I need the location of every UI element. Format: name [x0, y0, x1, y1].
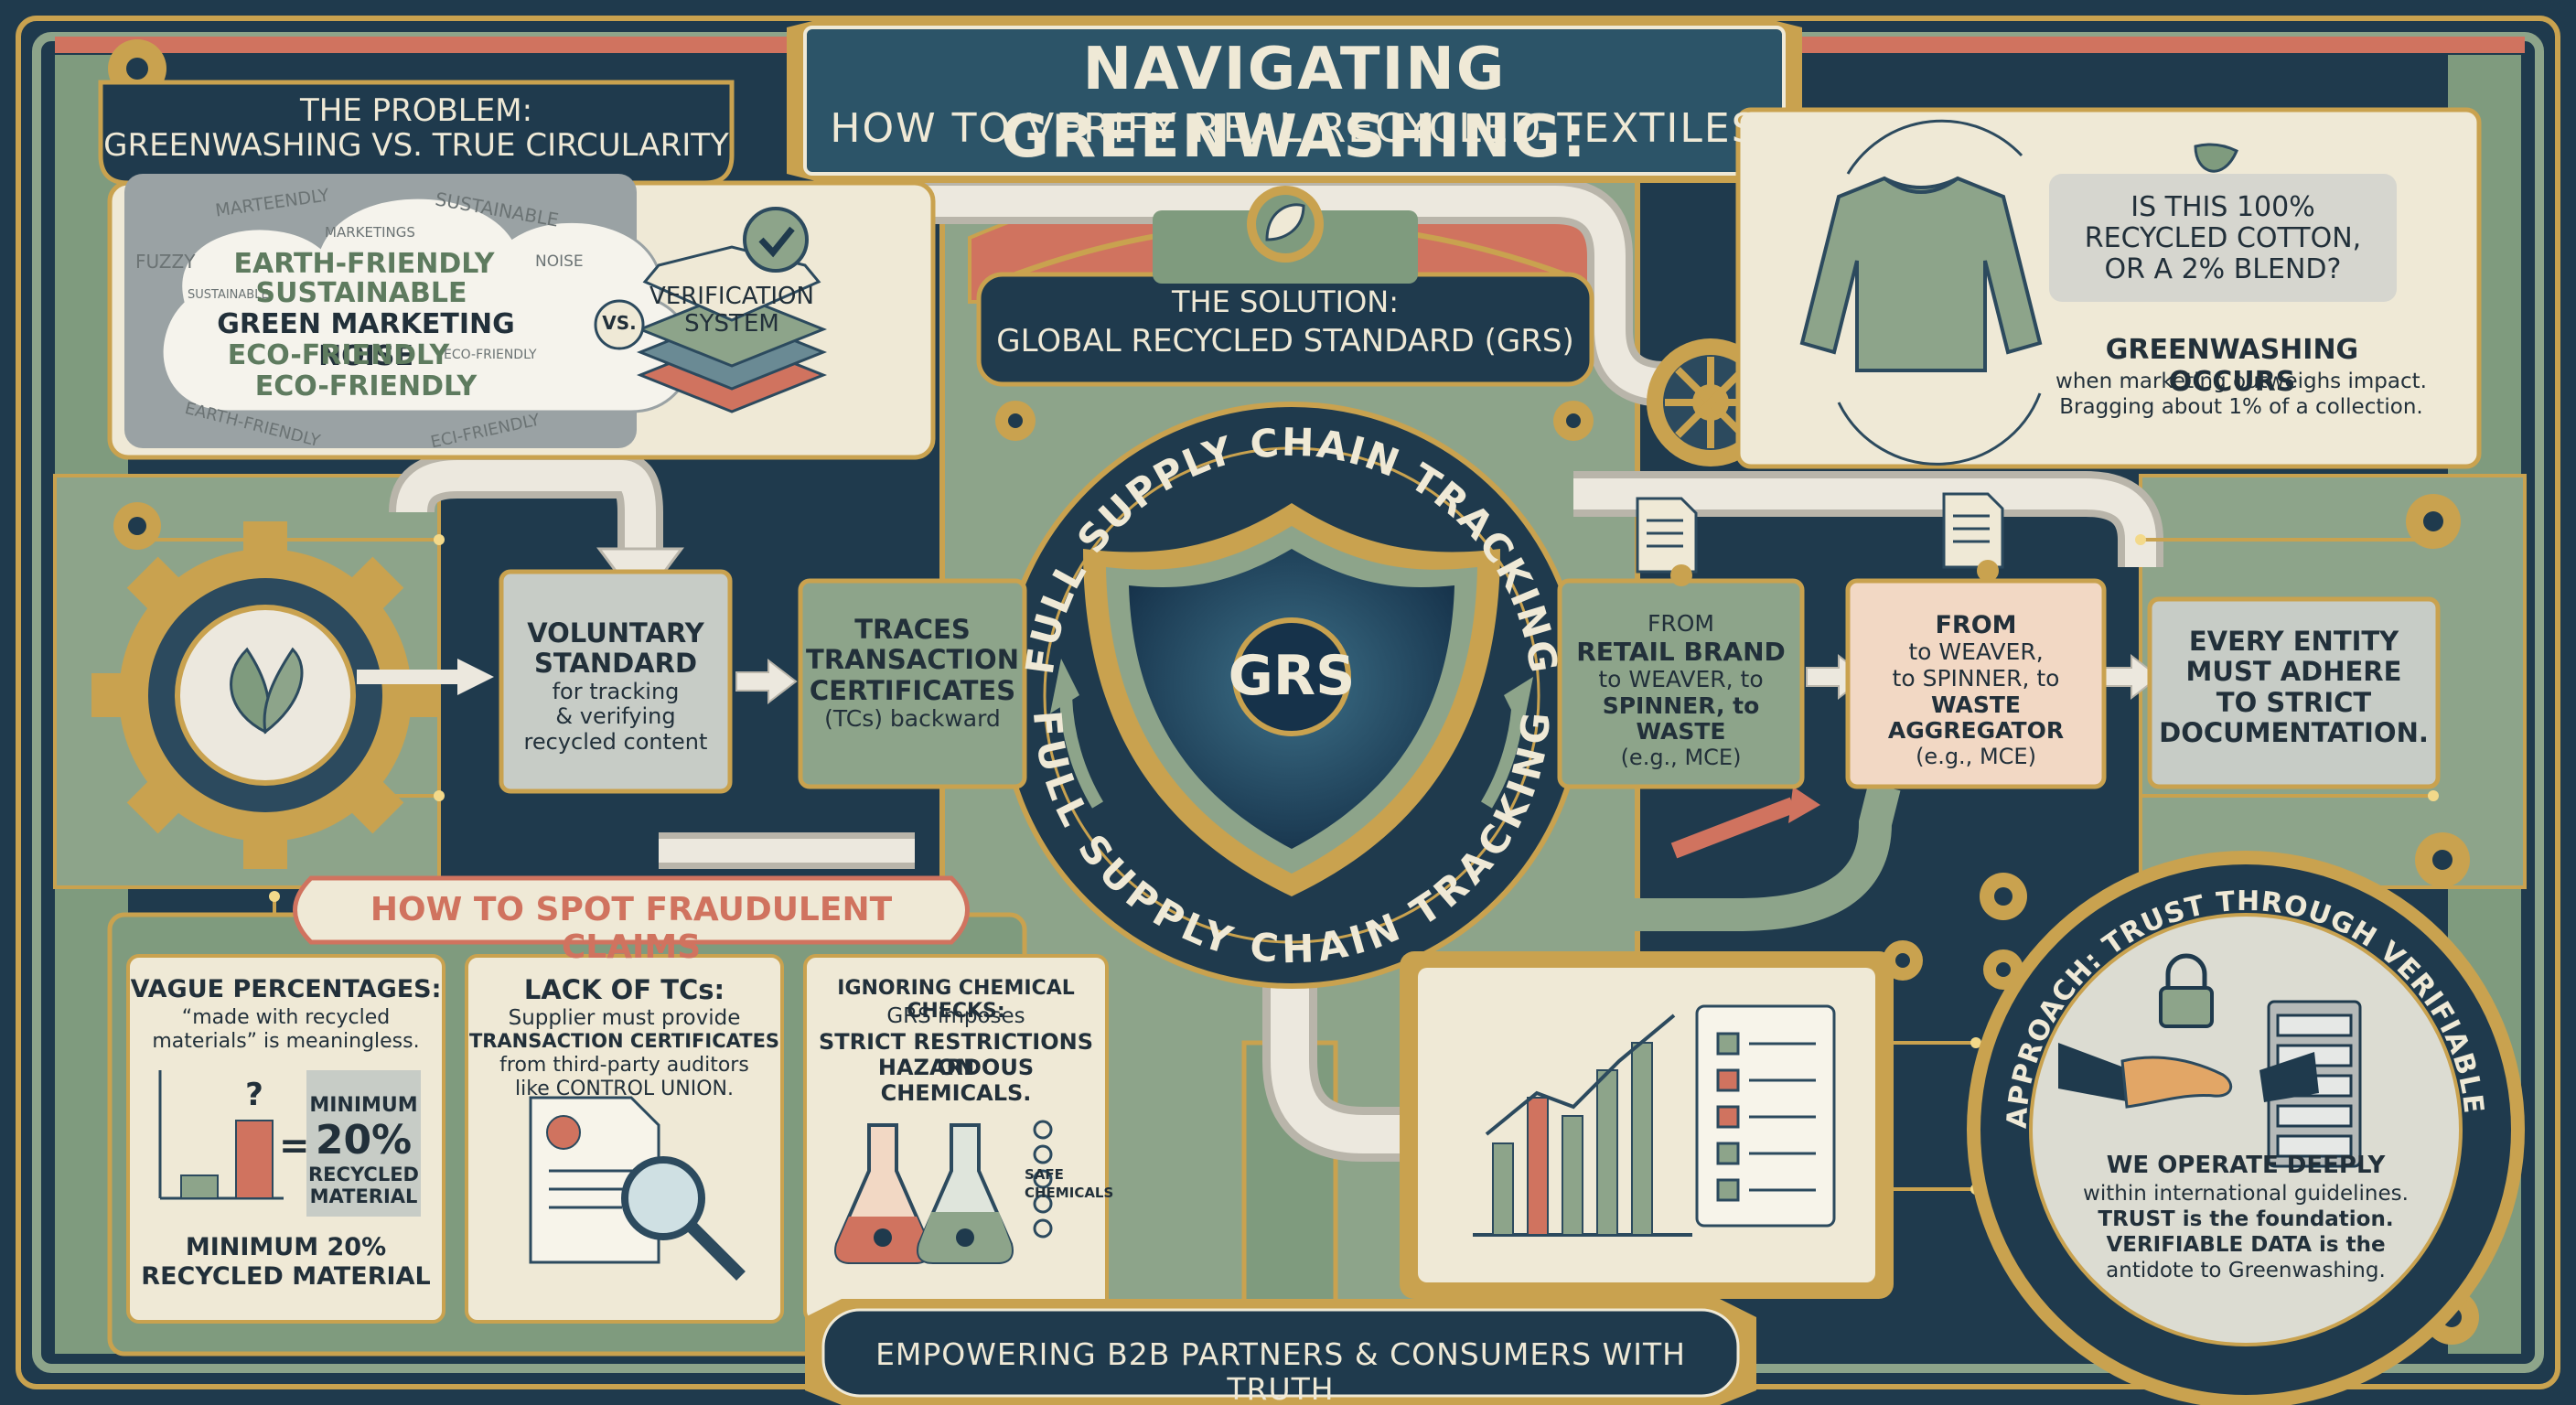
verification-label-2: SYSTEM — [684, 310, 779, 338]
sweater-question-2: RECYCLED COTTON, — [2084, 222, 2362, 254]
minimum-label: MINIMUM — [309, 1094, 418, 1117]
vague-body-2: materials” is meaningless. — [152, 1030, 420, 1053]
page-subtitle: HOW TO VERIFY REAL RECYCLED TEXTILES — [830, 105, 1759, 152]
voluntary-line: for tracking — [552, 678, 680, 704]
entity-line: DOCUMENTATION. — [2159, 717, 2429, 749]
tc-body-4: like CONTROL UNION. — [515, 1078, 734, 1100]
minimum-footer: MINIMUM 20% — [185, 1233, 387, 1261]
chem-body-2: STRICT RESTRICTIONS ON — [818, 1029, 1094, 1080]
problem-title: THE PROBLEM: — [299, 92, 533, 129]
from-weaver: FROM to WEAVER, to SPINNER, to WASTE AGG… — [1848, 611, 2104, 770]
fraud-title: HOW TO SPOT FRAUDULENT CLAIMS — [370, 891, 893, 967]
approach-text-4: antidote to Greenwashing. — [2106, 1259, 2386, 1282]
tc-body-2: TRANSACTION CERTIFICATES — [468, 1030, 780, 1052]
greenwashing-occurs-text-2: Bragging about 1% of a collection. — [2059, 395, 2423, 419]
minimum-footer-2: RECYCLED MATERIAL — [141, 1262, 431, 1291]
every-entity: EVERY ENTITY MUST ADHERE TO STRICT DOCUM… — [2150, 626, 2438, 749]
voluntary-line: recycled content — [523, 728, 708, 755]
recycled-label: RECYCLED — [308, 1164, 419, 1185]
voluntary-line: & verifying — [555, 703, 676, 730]
safe-label: SAFE — [1025, 1166, 1064, 1183]
greenwashing-occurs-title: GREENWASHING OCCURS — [2105, 334, 2359, 398]
verification-label: VERIFICATION — [649, 283, 814, 310]
traces-line: TRACES — [854, 614, 971, 645]
approach-text-3: VERIFIABLE DATA is the — [2106, 1233, 2386, 1257]
weaver-line: (e.g., MCE) — [1916, 744, 2036, 770]
solution-title: THE SOLUTION: — [1171, 284, 1400, 319]
vague-body: “made with recycled — [181, 1006, 391, 1029]
voluntary-line: VOLUNTARY — [527, 617, 704, 649]
traces-line: CERTIFICATES — [809, 674, 1016, 706]
sweater-question-3: OR A 2% BLEND? — [2104, 253, 2342, 285]
weaver-line: to WEAVER, — [1908, 638, 2044, 666]
weaver-line: FROM — [1935, 611, 2017, 639]
chem-body: GRS imposes — [886, 1004, 1025, 1028]
solution-subtitle: GLOBAL RECYCLED STANDARD (GRS) — [996, 323, 1574, 359]
traces-tcs: TRACES TRANSACTION CERTIFICATES (TCs) ba… — [800, 614, 1025, 733]
cloud-word: FUZZY — [135, 251, 196, 273]
material-label: MATERIAL — [309, 1185, 418, 1207]
minimum-value: 20% — [315, 1117, 413, 1164]
weaver-line: to SPINNER, to — [1892, 664, 2060, 692]
cloud-word: ECO-FRIENDLY — [254, 370, 478, 402]
problem-subtitle: GREENWASHING VS. TRUE CIRCULARITY — [103, 127, 729, 164]
tc-body: Supplier must provide — [508, 1006, 741, 1030]
question-mark: ? — [245, 1077, 263, 1113]
chem-title: IGNORING CHEMICAL CHECKS: — [837, 977, 1075, 1024]
approach-text: within international guidelines. — [2083, 1182, 2409, 1206]
cloud-word: GREEN MARKETING NOISE — [217, 308, 515, 372]
entity-line: EVERY ENTITY — [2188, 626, 2399, 657]
equals-sign: = — [279, 1125, 310, 1167]
vague-title: VAGUE PERCENTAGES: — [130, 975, 442, 1003]
traces-line: (TCs) backward — [824, 705, 1001, 733]
entity-line: MUST ADHERE — [2185, 656, 2402, 688]
voluntary-standard: VOLUNTARY STANDARD for tracking & verify… — [501, 617, 730, 755]
from-retail-brand: FROM RETAIL BRAND to WEAVER, to SPINNER,… — [1560, 610, 1802, 771]
retail-line: (e.g., MCE) — [1620, 745, 1742, 771]
retail-line: FROM — [1648, 610, 1714, 637]
tc-body-3: from third-party auditors — [499, 1054, 749, 1077]
page-title: NAVIGATING GREENWASHING: — [1001, 36, 1588, 171]
sweater-question: IS THIS 100% — [2131, 191, 2315, 223]
safe-label-2: CHEMICALS — [1025, 1185, 1114, 1201]
vs-label: VS. — [602, 312, 637, 334]
cloud-word: SUSTAINABLE — [188, 288, 269, 302]
retail-line: to WEAVER, to — [1598, 665, 1764, 692]
chem-body-3: HAZARDOUS CHEMICALS. — [877, 1055, 1035, 1106]
cloud-word: ECO-FRIENDLY — [444, 348, 537, 362]
cloud-word: EARTH-FRIENDLY — [233, 248, 495, 280]
retail-line: SPINNER, to WASTE — [1602, 692, 1760, 745]
cloud-word: NOISE — [535, 252, 584, 271]
weaver-line: WASTE AGGREGATOR — [1887, 691, 2065, 745]
tc-title: LACK OF TCs: — [523, 974, 725, 1005]
cloud-word: ECO-FRIENDLY — [227, 339, 450, 371]
entity-line: TO STRICT — [2216, 686, 2372, 718]
cloud-word: MARKETINGS — [325, 224, 415, 241]
footer-banner: EMPOWERING B2B PARTNERS & CONSUMERS WITH… — [875, 1336, 1686, 1405]
approach-title: WE OPERATE DEEPLY — [2106, 1152, 2386, 1179]
grs-label: GRS — [1228, 644, 1356, 708]
approach-text-2: TRUST is the foundation. — [2098, 1207, 2394, 1231]
greenwashing-occurs-text: when marketing outweighs impact. — [2055, 370, 2427, 393]
retail-line: RETAIL BRAND — [1576, 636, 1786, 667]
cloud-word: SUSTAINABLE — [255, 277, 467, 309]
traces-line: TRANSACTION — [806, 644, 1019, 676]
voluntary-line: STANDARD — [533, 648, 698, 680]
